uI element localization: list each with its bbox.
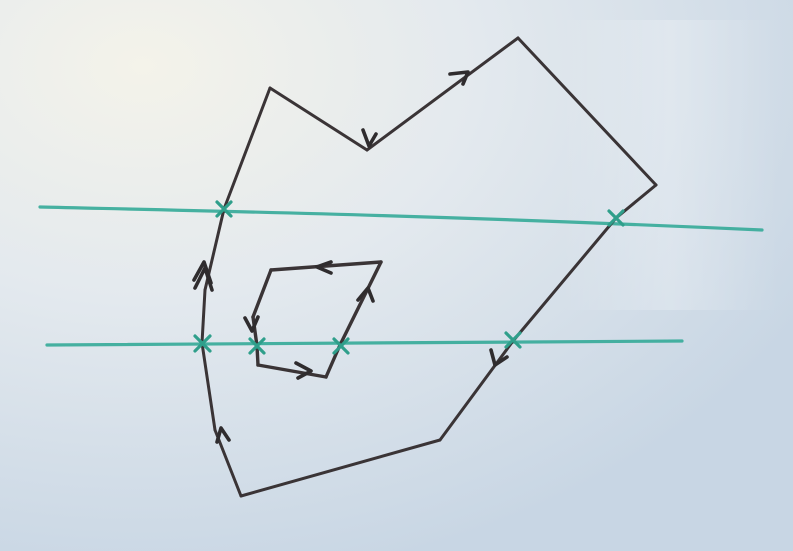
outer-polygon bbox=[200, 36, 658, 498]
arrow-outer-right-lower bbox=[489, 348, 509, 367]
intersection-x-lower-1 bbox=[193, 334, 212, 353]
outer-edge-10 bbox=[516, 36, 658, 187]
upper-scan-line bbox=[38, 205, 764, 232]
arrow-outer-top-mid bbox=[361, 128, 378, 148]
arrow-outer-bottom-left bbox=[215, 426, 231, 444]
glare-reflection bbox=[560, 20, 780, 310]
outer-edge-11 bbox=[365, 36, 520, 152]
intersection-x-upper-left bbox=[215, 200, 233, 218]
intersection-x-lower-4 bbox=[504, 331, 522, 349]
inner-edge-2 bbox=[251, 268, 273, 319]
inner-edge-1 bbox=[269, 260, 383, 272]
scan-lines bbox=[38, 205, 764, 347]
outer-edge-1 bbox=[222, 86, 272, 211]
outer-edge-4 bbox=[200, 341, 217, 432]
direction-arrows bbox=[192, 70, 509, 444]
outer-edge-6 bbox=[239, 438, 442, 498]
arrow-inner-top bbox=[315, 260, 333, 275]
outer-edge-12 bbox=[268, 86, 369, 152]
arrow-outer-top-right bbox=[448, 70, 470, 86]
arrow-outer-left-up-double bbox=[192, 260, 213, 285]
arrow-inner-bottom bbox=[294, 361, 313, 380]
outer-edge-3 bbox=[200, 288, 207, 345]
intersection-x-upper-right bbox=[607, 209, 625, 227]
lower-scan-line bbox=[45, 339, 684, 347]
intersection-x-lower-3 bbox=[332, 337, 350, 355]
inner-edge-4 bbox=[255, 344, 260, 367]
arrow-inner-right bbox=[356, 286, 375, 303]
intersection-markers bbox=[193, 200, 625, 355]
outer-edge-8 bbox=[511, 216, 618, 343]
inner-edge-3 bbox=[251, 315, 259, 348]
intersection-x-lower-2 bbox=[248, 337, 266, 355]
inner-edge-5 bbox=[256, 363, 328, 379]
outer-edge-7 bbox=[438, 339, 515, 442]
outer-edge-5 bbox=[213, 428, 243, 498]
inner-edge-7 bbox=[338, 260, 383, 347]
arrow-inner-left bbox=[243, 315, 260, 333]
